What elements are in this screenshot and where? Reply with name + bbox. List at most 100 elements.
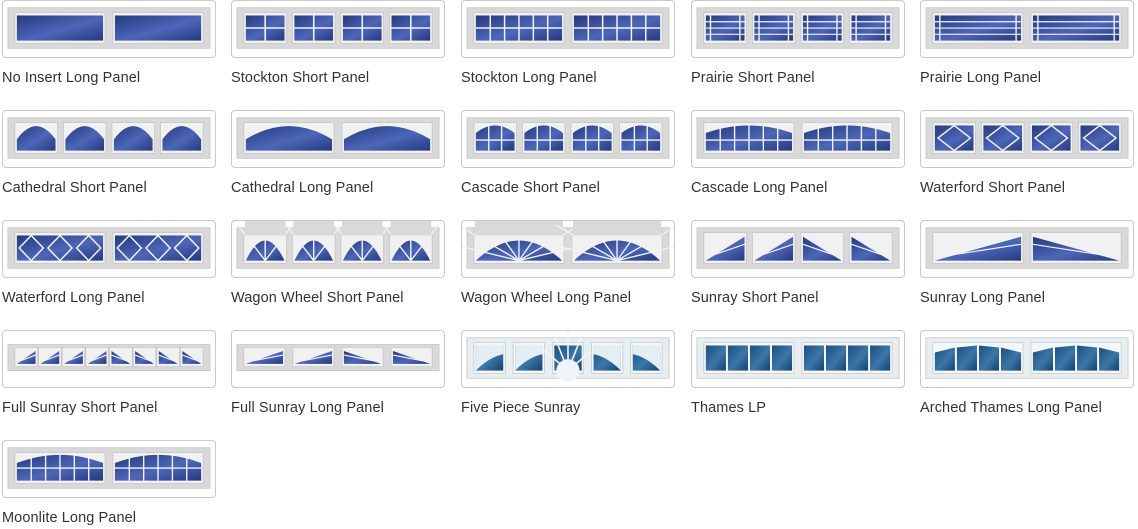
glass-segment bbox=[849, 12, 893, 44]
insert-preview-cathedral-long-panel bbox=[236, 117, 440, 159]
insert-thumbnail[interactable] bbox=[461, 110, 675, 168]
insert-thumbnail[interactable] bbox=[461, 0, 675, 58]
insert-caption[interactable]: Arched Thames Long Panel bbox=[920, 400, 1102, 416]
insert-thumbnail[interactable] bbox=[231, 330, 445, 388]
glass-segment bbox=[285, 221, 342, 264]
glass-segment bbox=[180, 347, 204, 368]
insert-thumbnail[interactable] bbox=[461, 220, 675, 278]
insert-thumbnail[interactable] bbox=[920, 0, 1134, 58]
glass-segment bbox=[341, 122, 433, 154]
glass-segment bbox=[243, 12, 287, 44]
insert-preview-sunray-long-panel bbox=[925, 227, 1129, 269]
insert-caption[interactable]: Waterford Long Panel bbox=[2, 290, 145, 306]
insert-thumbnail[interactable] bbox=[691, 0, 905, 58]
insert-thumbnail[interactable] bbox=[920, 330, 1134, 388]
insert-caption[interactable]: Cascade Long Panel bbox=[691, 180, 828, 196]
glass-segment bbox=[932, 12, 1024, 44]
insert-thumbnail[interactable] bbox=[231, 110, 445, 168]
glass-segment bbox=[1029, 122, 1073, 154]
glass-segment bbox=[801, 342, 893, 374]
insert-caption[interactable]: Five Piece Sunray bbox=[461, 400, 581, 416]
insert-thumbnail[interactable] bbox=[920, 110, 1134, 168]
insert-preview-full-sunray-short-panel bbox=[7, 344, 211, 371]
glass-segment bbox=[800, 12, 844, 44]
glass-segment bbox=[800, 232, 844, 264]
insert-preview-stockton-short-panel bbox=[236, 7, 440, 49]
insert-preview-prairie-long-panel bbox=[925, 7, 1129, 49]
insert-thumbnail[interactable] bbox=[2, 220, 216, 278]
insert-thumbnail[interactable] bbox=[2, 110, 216, 168]
insert-caption[interactable]: Sunray Short Panel bbox=[691, 290, 819, 306]
glass-segment bbox=[334, 221, 391, 264]
glass-segment bbox=[112, 452, 204, 484]
glass-segment bbox=[14, 452, 106, 484]
insert-thumbnail[interactable] bbox=[231, 0, 445, 58]
glass-segment bbox=[112, 232, 204, 264]
glass-segment bbox=[341, 347, 384, 368]
glass-segment bbox=[1030, 232, 1122, 264]
glass-segment bbox=[981, 122, 1025, 154]
insert-preview-full-sunray-long-panel bbox=[236, 344, 440, 371]
insert-caption[interactable]: Cathedral Short Panel bbox=[2, 180, 147, 196]
glass-segment bbox=[849, 232, 893, 264]
glass-segment bbox=[473, 342, 506, 374]
insert-caption[interactable]: Wagon Wheel Long Panel bbox=[461, 290, 632, 306]
glass-segment bbox=[111, 122, 155, 154]
insert-preview-thames-lp bbox=[696, 337, 900, 379]
glass-segment bbox=[752, 232, 796, 264]
insert-preview-moonlite-long-panel bbox=[7, 447, 211, 489]
glass-segment bbox=[292, 347, 335, 368]
insert-thumbnail[interactable] bbox=[920, 220, 1134, 278]
glass-segment bbox=[512, 342, 545, 374]
glass-segment bbox=[340, 12, 384, 44]
glass-segment bbox=[14, 12, 106, 44]
insert-preview-prairie-short-panel bbox=[696, 7, 900, 49]
glass-segment bbox=[473, 122, 517, 154]
insert-thumbnail[interactable] bbox=[2, 440, 216, 498]
glass-segment bbox=[237, 221, 294, 264]
glass-segment bbox=[63, 122, 107, 154]
glass-segment bbox=[703, 12, 747, 44]
glass-segment bbox=[160, 122, 204, 154]
glass-segment bbox=[537, 221, 674, 264]
insert-caption[interactable]: Moonlite Long Panel bbox=[2, 510, 137, 526]
insert-preview-arched-thames-long-panel bbox=[925, 337, 1129, 379]
glass-segment bbox=[630, 342, 663, 374]
insert-caption[interactable]: No Insert Long Panel bbox=[2, 70, 141, 86]
glass-segment bbox=[462, 221, 599, 264]
glass-segment bbox=[932, 342, 1024, 374]
glass-segment bbox=[1030, 12, 1122, 44]
insert-caption[interactable]: Thames LP bbox=[691, 400, 767, 416]
glass-segment bbox=[390, 347, 433, 368]
insert-caption[interactable]: Stockton Long Panel bbox=[461, 70, 597, 86]
insert-thumbnail[interactable] bbox=[231, 220, 445, 278]
insert-caption[interactable]: Cathedral Long Panel bbox=[231, 180, 374, 196]
glass-segment bbox=[38, 347, 62, 368]
insert-thumbnail[interactable] bbox=[691, 220, 905, 278]
glass-segment bbox=[932, 122, 976, 154]
insert-thumbnail[interactable] bbox=[2, 330, 216, 388]
glass-segment bbox=[292, 12, 336, 44]
insert-caption[interactable]: Full Sunray Short Panel bbox=[2, 400, 158, 416]
insert-thumbnail[interactable] bbox=[691, 330, 905, 388]
insert-preview-waterford-long-panel bbox=[7, 227, 211, 269]
insert-caption[interactable]: Waterford Short Panel bbox=[920, 180, 1066, 196]
insert-caption[interactable]: Cascade Short Panel bbox=[461, 180, 600, 196]
insert-caption[interactable]: Sunray Long Panel bbox=[920, 290, 1046, 306]
insert-caption[interactable]: Full Sunray Long Panel bbox=[231, 400, 384, 416]
insert-preview-wagon-wheel-short-panel bbox=[236, 221, 440, 269]
glass-segment bbox=[243, 122, 335, 154]
insert-thumbnail[interactable] bbox=[2, 0, 216, 58]
glass-segment bbox=[571, 12, 663, 44]
glass-segment bbox=[932, 232, 1024, 264]
insert-caption[interactable]: Wagon Wheel Short Panel bbox=[231, 290, 404, 306]
insert-caption[interactable]: Prairie Long Panel bbox=[920, 70, 1042, 86]
insert-caption[interactable]: Stockton Short Panel bbox=[231, 70, 370, 86]
glass-segment bbox=[109, 347, 133, 368]
insert-caption[interactable]: Prairie Short Panel bbox=[691, 70, 815, 86]
glass-segment bbox=[619, 122, 663, 154]
insert-thumbnail[interactable] bbox=[691, 110, 905, 168]
glass-segment bbox=[132, 347, 157, 368]
insert-thumbnail[interactable] bbox=[461, 330, 675, 388]
